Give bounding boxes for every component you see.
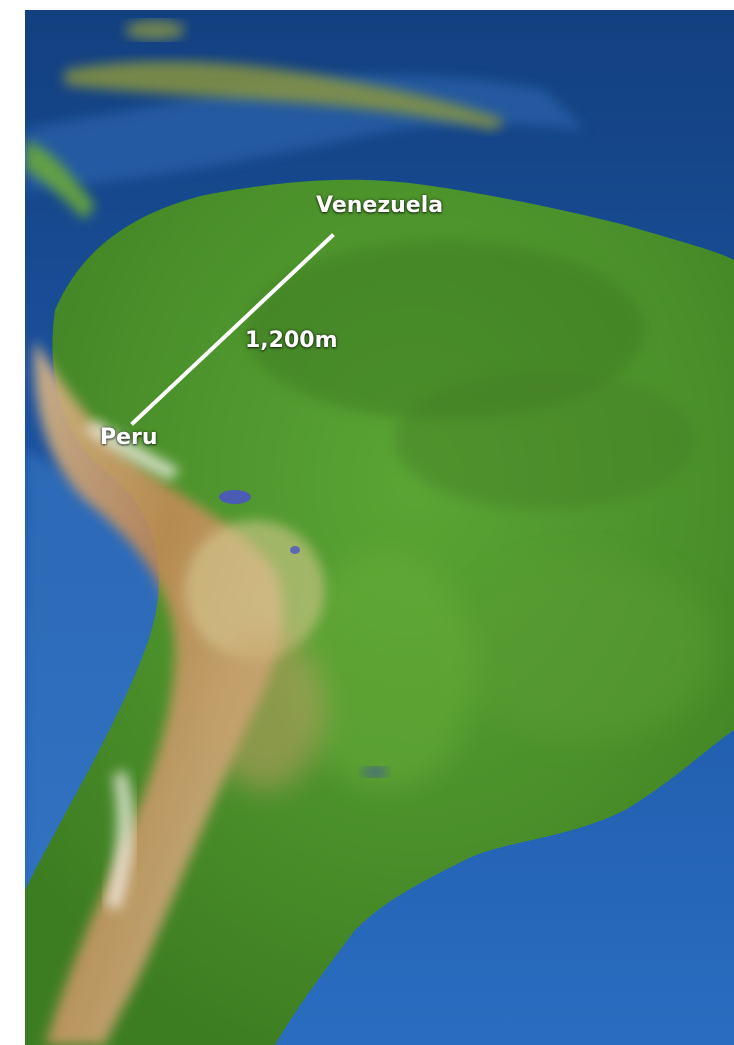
snow-cap [85,420,180,480]
lake [362,767,388,777]
destination-label: Peru [100,425,158,450]
central-america [25,140,95,220]
origin-label: Venezuela [316,193,444,218]
altiplano [185,520,325,660]
lake [290,546,300,554]
route-line [130,233,335,426]
snow-cap [105,770,135,910]
map-canvas [25,10,734,1045]
plains-patch [295,550,475,790]
altiplano-south [205,630,325,790]
island [125,20,185,40]
distance-label: 1,200m [245,328,338,353]
relief-map: Venezuela 1,200m Peru [25,10,734,1045]
brazilian-highlands [455,560,715,740]
caribbean-islands [65,61,505,130]
lake-titicaca [219,490,251,504]
highland-patch [395,370,695,510]
